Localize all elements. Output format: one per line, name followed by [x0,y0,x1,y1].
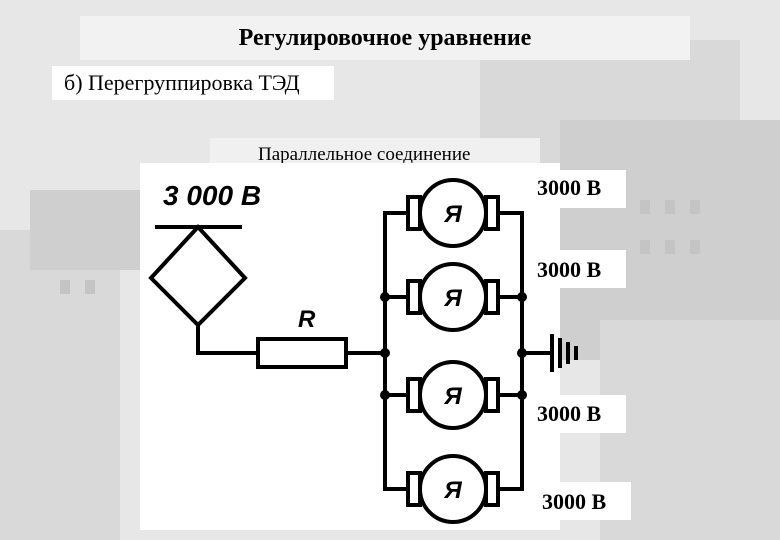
resistor [256,337,348,369]
voltage-box-2 [530,250,626,288]
voltage-box-4 [535,482,631,520]
motor-voltage-1: 3000 В [537,175,602,200]
junction-dot [517,292,527,302]
title-banner: Регулировочное уравнение [80,16,690,60]
slide-title: Регулировочное уравнение [238,24,532,51]
source-voltage-label: 3 000 В [163,180,261,211]
junction-dot [517,348,527,358]
junction-dot [380,292,390,302]
motor-label: Я [443,201,462,228]
motor-voltage-3: 3000 В [537,401,602,426]
voltage-box-1 [530,170,626,208]
source-symbol [148,224,248,328]
junction-dot [380,390,390,400]
motor-label: Я [443,477,462,504]
voltage-box-3 [530,395,626,433]
junction-dot [517,390,527,400]
motor-voltage-4: 3000 В [542,489,607,514]
caption-banner [210,138,540,166]
slide-subtitle: б) Перегруппировка ТЭД [64,70,300,95]
motor-3: Я [385,360,522,430]
motor-2: Я [385,262,522,332]
motor-label: Я [443,285,462,312]
motor-voltage-2: 3000 В [537,257,602,282]
diagram-caption: Параллельное соединение [258,144,471,165]
motor-1: Я [385,178,522,248]
junction-dot [380,348,390,358]
resistor-label: R [298,306,316,333]
motor-label: Я [443,383,462,410]
source-wire [196,323,260,355]
motor-4: Я [385,454,522,524]
subtitle-banner: б) Перегруппировка ТЭД [52,66,334,100]
